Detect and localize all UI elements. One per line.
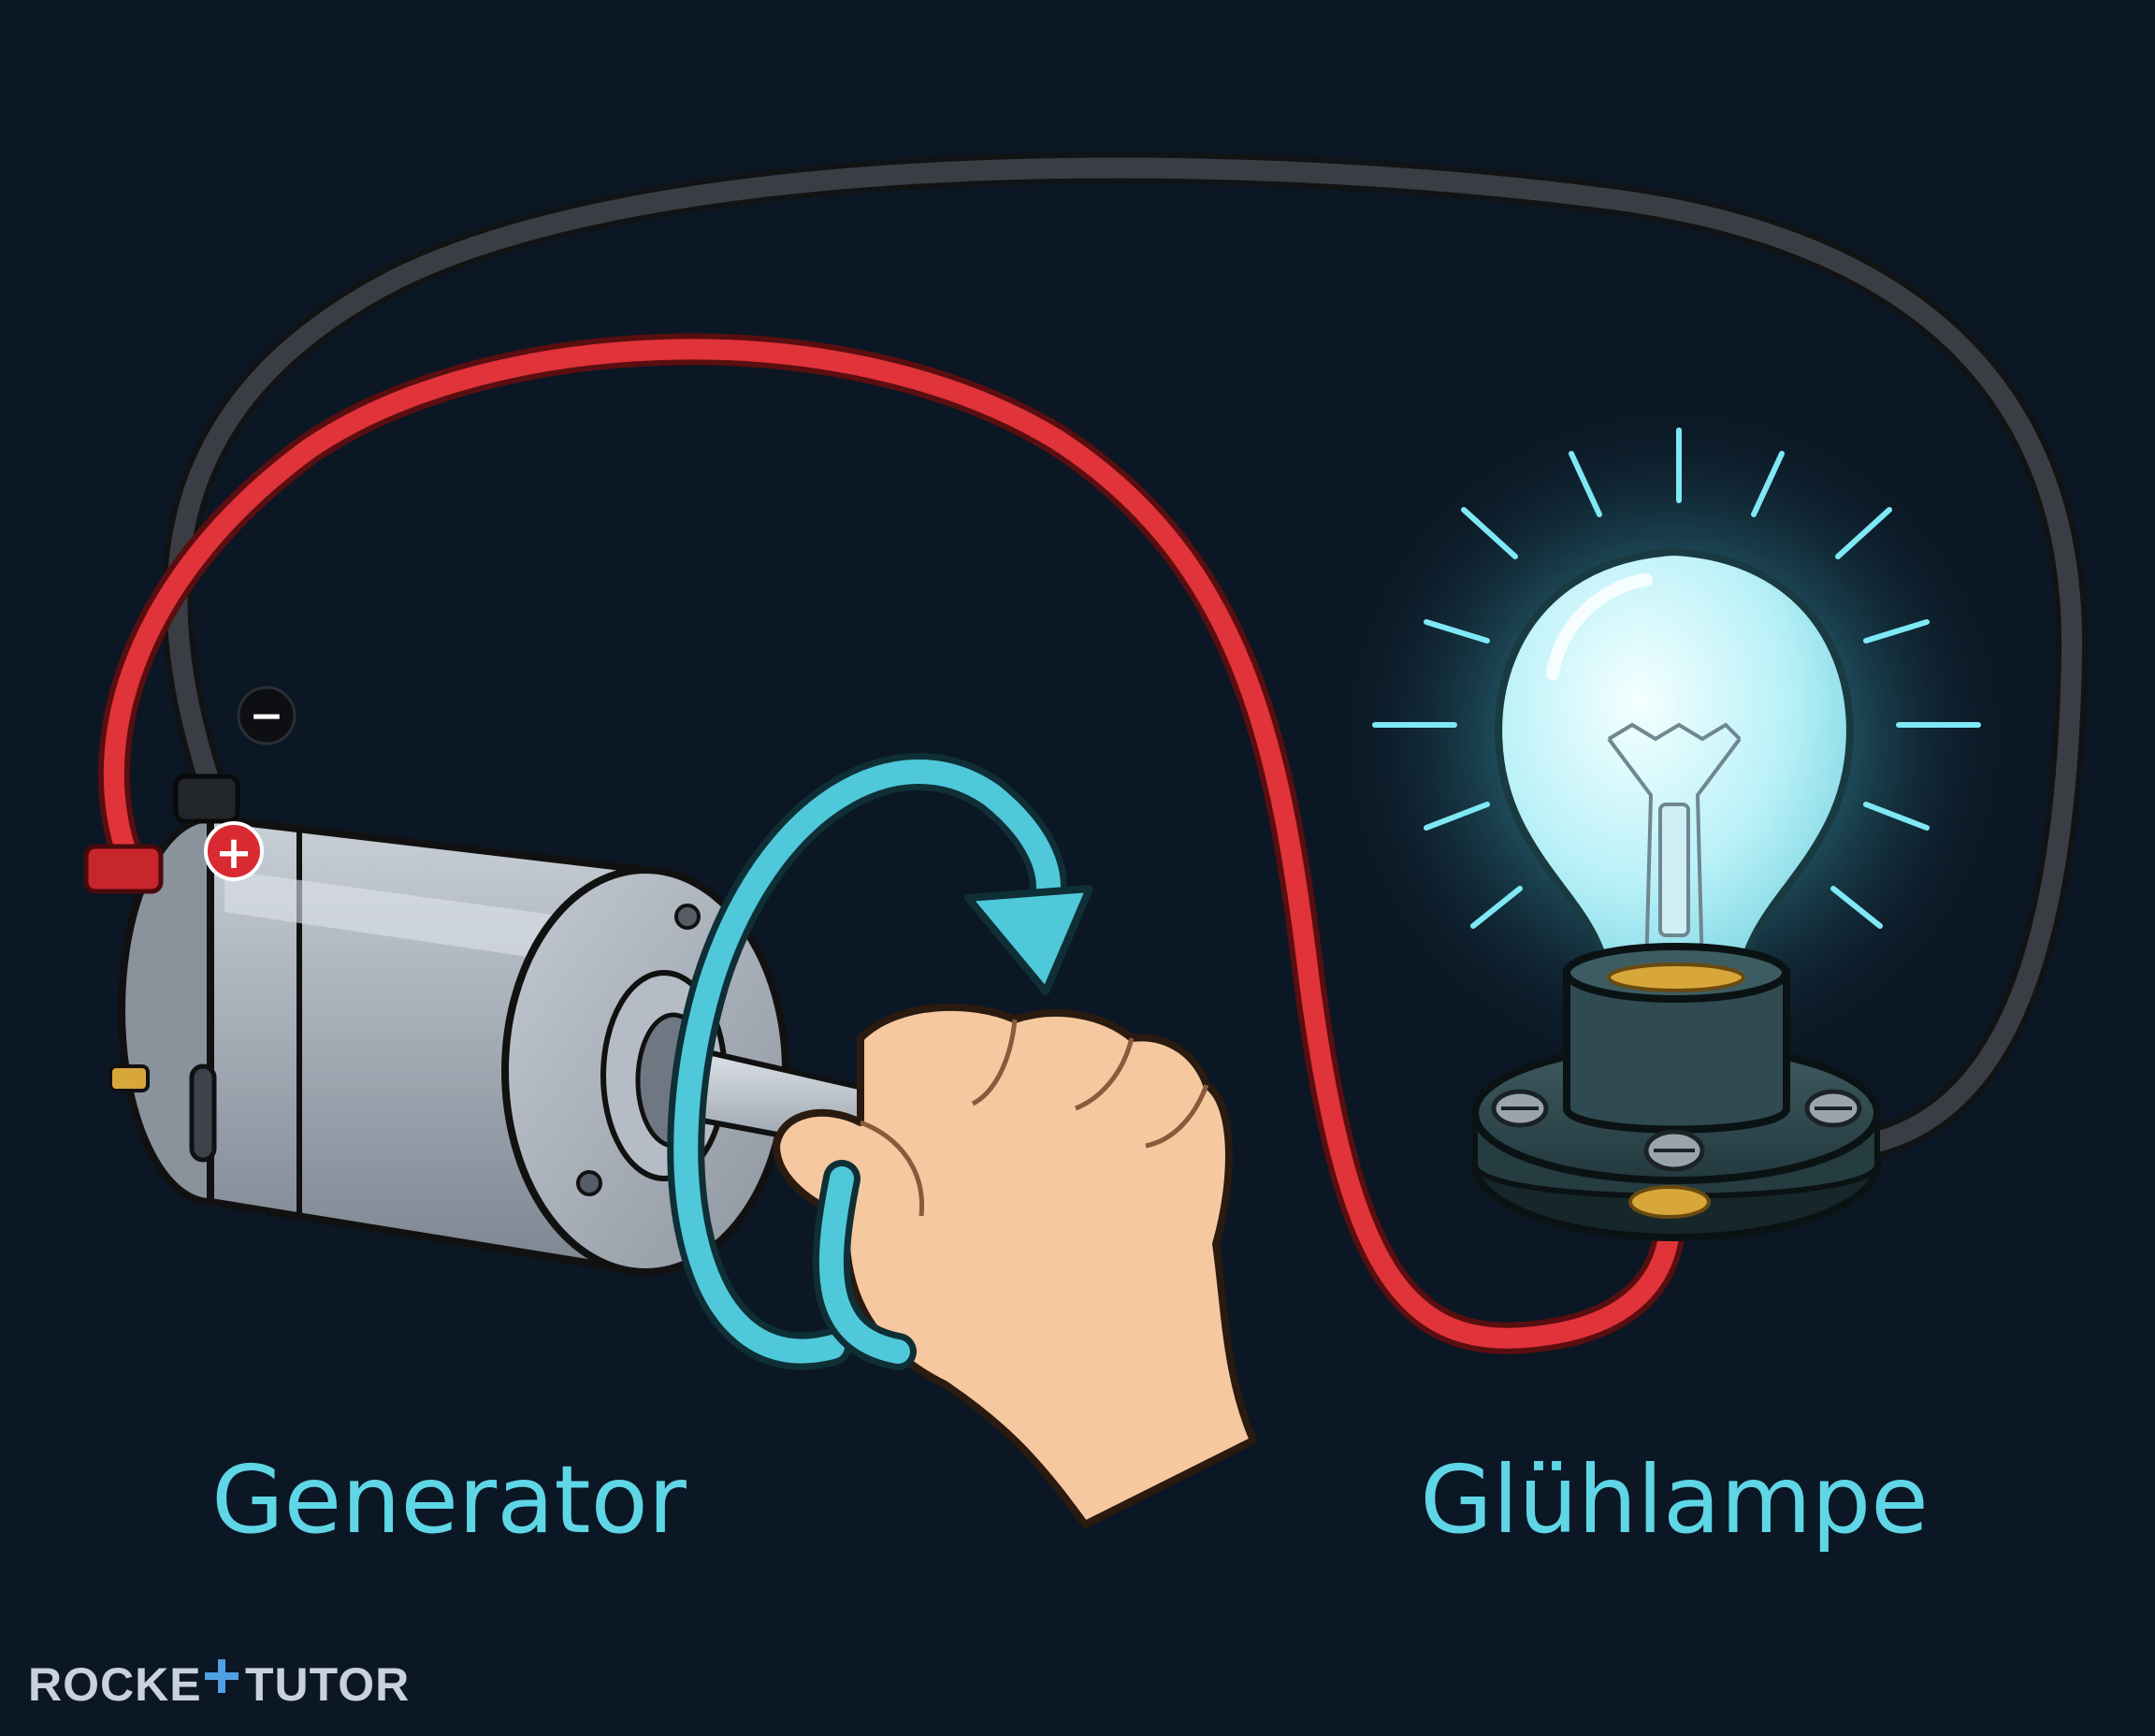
positive-sign: +	[215, 827, 253, 879]
hand	[773, 1003, 1257, 1528]
light-bulb	[1495, 547, 1854, 986]
rotation-arrow-front	[818, 1166, 910, 1364]
brand-part1: ROCKE	[28, 1658, 202, 1711]
red-wire-core	[103, 339, 1681, 1349]
lamp-label: Glühlampe	[1420, 1445, 1929, 1555]
negative-sign: −	[250, 692, 284, 740]
rotation-arrow-icon	[667, 753, 1093, 1370]
brand-logo: ROCKE TUTOR	[28, 1658, 410, 1711]
brand-part2: TUTOR	[245, 1658, 410, 1711]
positive-sign-badge: +	[204, 821, 264, 881]
negative-terminal	[173, 774, 240, 824]
black-wire-core	[166, 157, 2083, 1151]
positive-terminal	[83, 844, 164, 894]
generator-label: Generator	[211, 1445, 687, 1555]
base-screws	[1491, 1089, 1862, 1172]
lamp-socket	[1471, 943, 1881, 1241]
lamp-terminal	[1628, 1185, 1711, 1219]
negative-sign-badge: −	[237, 686, 296, 745]
rocket-plus-icon	[205, 1659, 239, 1693]
glow-rays	[1372, 427, 1981, 929]
